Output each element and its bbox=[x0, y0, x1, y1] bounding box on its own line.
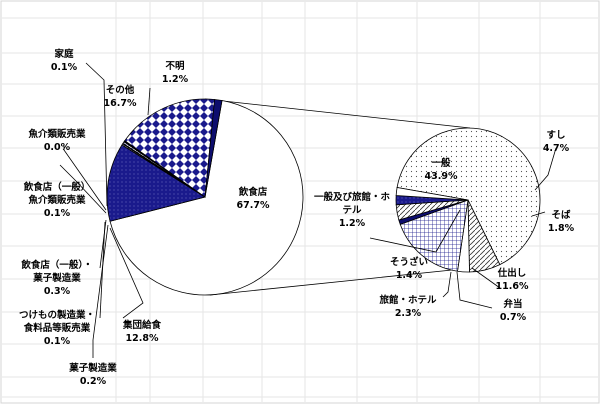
main-pie bbox=[106, 98, 304, 296]
breakdown-pie bbox=[395, 127, 541, 273]
slice-breakdown-7 bbox=[395, 187, 469, 201]
slice-main-0 bbox=[109, 100, 304, 296]
slice-main-1 bbox=[106, 144, 207, 222]
slice-main-8 bbox=[124, 98, 216, 198]
slice-breakdown-0 bbox=[396, 127, 541, 266]
slice-main-9 bbox=[204, 99, 223, 198]
slice-breakdown-3 bbox=[399, 199, 469, 272]
